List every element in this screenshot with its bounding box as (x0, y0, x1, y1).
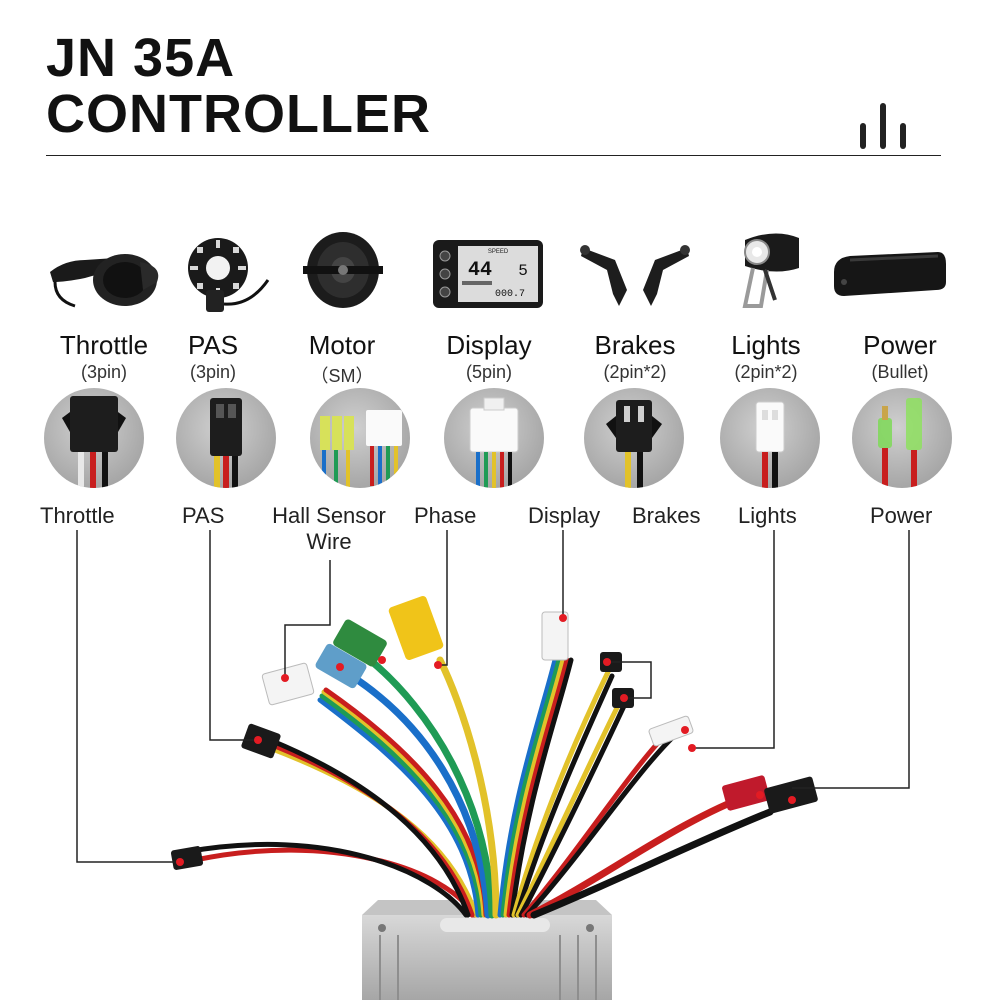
lights-connector-closeup (720, 388, 820, 488)
hub-motor-icon (283, 220, 403, 320)
wire-label-throttle: Throttle (40, 503, 115, 528)
component-pins-throttle: (3pin) (80, 362, 128, 382)
wire-label-brakes: Brakes (632, 503, 701, 528)
power-connector-closeup (852, 388, 952, 488)
svg-text:000.7: 000.7 (495, 289, 525, 300)
svg-text:5: 5 (518, 262, 528, 280)
throttle-connector-closeup (44, 388, 144, 488)
component-pins-pas: (3pin) (189, 362, 237, 382)
hall-sensor-connector-closeup (310, 388, 410, 488)
wire-label-display: Display (528, 503, 601, 528)
svg-text:SPEED: SPEED (488, 249, 509, 255)
wire-label-lights: Lights (738, 503, 797, 528)
component-pins-power: (Bullet) (871, 362, 929, 382)
title-line-1: JN 35A (46, 28, 236, 88)
pas-sensor-icon (170, 220, 290, 320)
component-pins-lights: (2pin*2) (734, 362, 798, 382)
component-name-pas: PAS (187, 330, 239, 360)
component-name-display: Display (446, 330, 532, 360)
component-name-lights: Lights (731, 330, 801, 360)
wire-bundle (182, 656, 774, 919)
brakes-connector-closeup (584, 388, 684, 488)
component-pins-brakes: (2pin*2) (603, 362, 667, 382)
svg-text:44: 44 (468, 259, 492, 282)
callout-dots (176, 614, 796, 866)
controller-box (362, 900, 612, 1000)
component-name-brakes: Brakes (594, 330, 676, 360)
pas-connector-closeup (176, 388, 276, 488)
wire-label-phase: Phase (414, 503, 477, 528)
headlight-icon (705, 220, 825, 320)
wire-label-power: Power (870, 503, 933, 528)
component-name-power: Power (863, 330, 937, 360)
title-divider (46, 155, 941, 156)
brake-levers-icon (575, 220, 695, 320)
component-pins-display: (5pin) (465, 362, 513, 382)
battery-icon (830, 220, 950, 320)
title-line-2: CONTROLLER (46, 84, 431, 144)
component-name-throttle: Throttle (59, 330, 149, 360)
display-connector-closeup (444, 388, 544, 488)
component-name-motor: Motor (308, 330, 376, 360)
wire-label-pas: PAS (182, 503, 225, 528)
harness-connectors (170, 595, 818, 870)
signal-bars-icon (858, 103, 910, 149)
callout-lines (76, 530, 910, 863)
lcd-display-icon: SPEED 44 5 000.7 (428, 220, 548, 320)
wire-label-hall-sensor: Hall Sensor Wire (272, 503, 386, 554)
component-pins-motor: （SM） (310, 366, 374, 386)
throttle-icon (45, 220, 165, 320)
page-title: JN 35A CONTROLLER (46, 30, 431, 142)
